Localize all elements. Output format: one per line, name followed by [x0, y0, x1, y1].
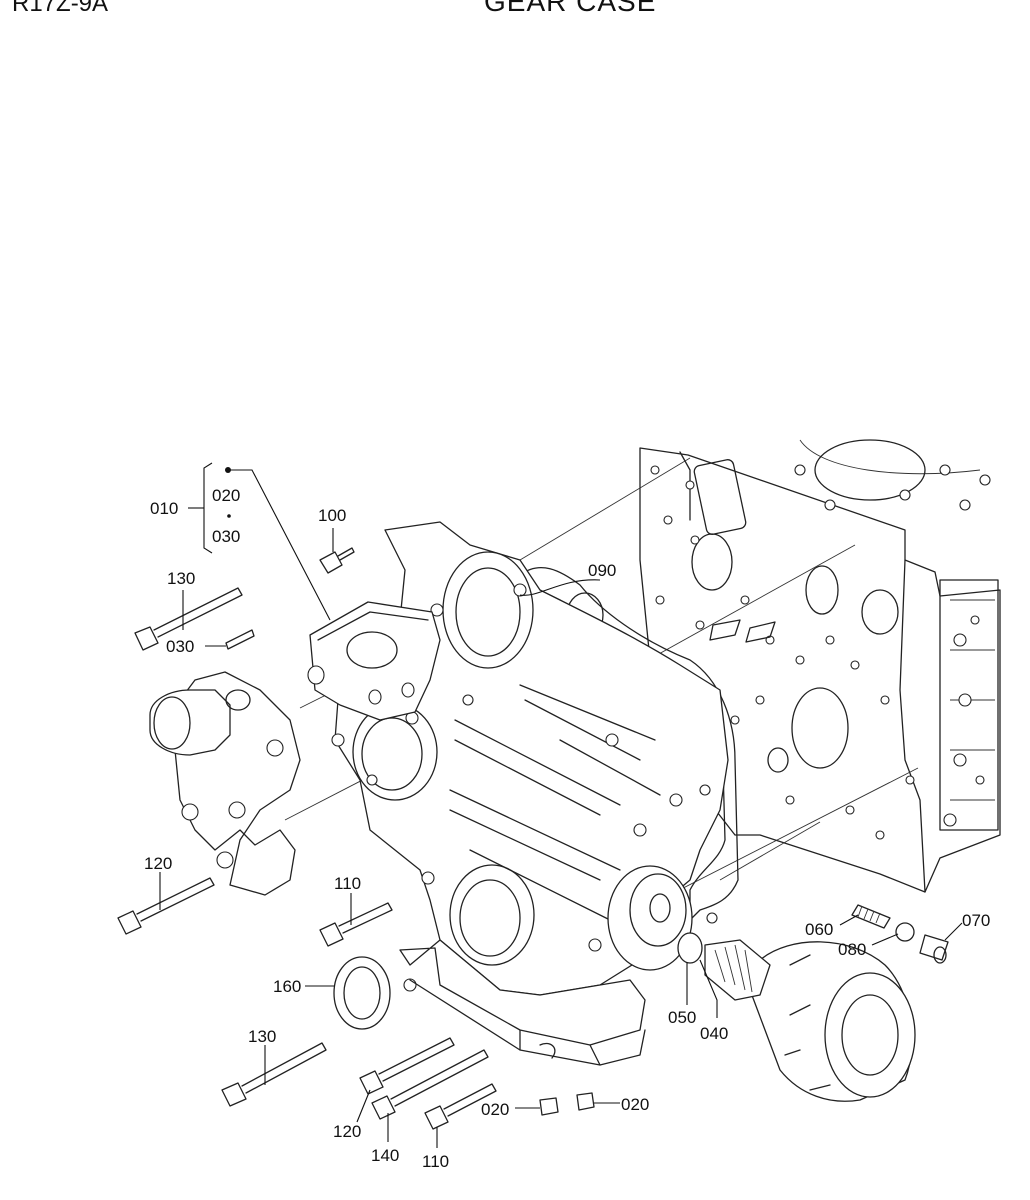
bolt-140 — [371, 1049, 489, 1120]
callout-160: 160 — [273, 977, 301, 996]
thermostat-housing — [307, 601, 441, 721]
callout-130: 130 — [167, 569, 195, 588]
callout-030: 030 — [166, 637, 194, 656]
callout-090: 090 — [588, 561, 616, 580]
diagram-model-code: R17Z-9A — [12, 0, 109, 17]
bolt-130-lower — [221, 1042, 327, 1107]
gear-case — [331, 521, 729, 1066]
engine-block — [639, 439, 1001, 893]
callout-020: 020 — [212, 486, 240, 505]
bolt-120-lower — [359, 1037, 455, 1095]
o-ring — [677, 932, 703, 964]
callout-110: 110 — [334, 874, 361, 893]
callout-010: 010 — [150, 499, 178, 518]
callout-labels: 010 020 030 100 130 030 090 120 110 160 … — [144, 486, 990, 1171]
callout-120: 120 — [144, 854, 172, 873]
callout-030: 030 — [212, 527, 240, 546]
callout-060: 060 — [805, 920, 833, 939]
callout-040: 040 — [700, 1024, 728, 1043]
plug-020-left — [539, 1097, 559, 1116]
callout-140: 140 — [371, 1146, 399, 1165]
callout-050: 050 — [668, 1008, 696, 1027]
water-pump — [149, 671, 301, 896]
callout-100: 100 — [318, 506, 346, 525]
relief-ball — [895, 922, 915, 942]
bolt-130-upper — [134, 587, 243, 651]
bolt-110-upper — [319, 902, 393, 947]
bolt-100 — [319, 547, 355, 574]
relief-plug — [919, 934, 949, 964]
callout-020: 020 — [481, 1100, 509, 1119]
plug-020-right — [576, 1092, 595, 1111]
oil-seal — [333, 956, 391, 1030]
callout-120: 120 — [333, 1122, 361, 1141]
stud-030 — [225, 629, 255, 650]
relief-spring — [851, 904, 891, 929]
callout-020: 020 — [621, 1095, 649, 1114]
callout-130: 130 — [248, 1027, 276, 1046]
leader-lines — [159, 462, 963, 1148]
callout-080: 080 — [838, 940, 866, 959]
bolt-110-lower — [424, 1083, 497, 1130]
oil-filter — [749, 941, 916, 1102]
callout-070: 070 — [962, 911, 990, 930]
diagram-title: GEAR CASE — [484, 0, 657, 17]
filter-adapter — [704, 939, 771, 1001]
callout-110: 110 — [422, 1152, 449, 1171]
bolt-120-upper — [117, 877, 215, 935]
